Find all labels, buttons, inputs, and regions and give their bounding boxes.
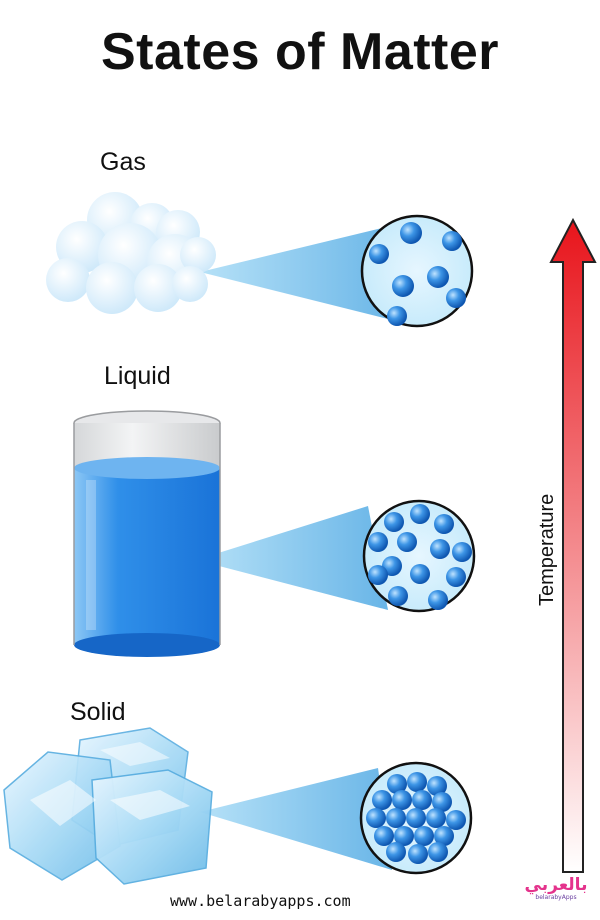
ice-cubes-icon <box>3 727 213 885</box>
gas-particle-lens <box>360 214 474 328</box>
liquid-particle-lens <box>362 499 476 613</box>
solid-label: Solid <box>70 698 126 726</box>
solid-beam <box>200 768 392 870</box>
brand-logo: بالعربي belarabyApps <box>520 876 592 902</box>
logo-text: بالعربي <box>524 875 588 895</box>
page-title: States of Matter <box>100 23 500 81</box>
liquid-label: Liquid <box>104 362 171 390</box>
gas-beam <box>200 228 400 322</box>
temperature-arrow <box>549 217 597 873</box>
water-glass-icon <box>73 410 221 657</box>
liquid-beam <box>196 506 388 610</box>
cloud-icon <box>46 192 216 314</box>
solid-particle-lens <box>359 761 473 875</box>
footer-url: www.belarabyapps.com <box>170 892 351 910</box>
logo-subtext: belarabyApps <box>535 894 577 901</box>
gas-label: Gas <box>100 148 146 176</box>
temperature-label: Temperature <box>536 494 558 606</box>
